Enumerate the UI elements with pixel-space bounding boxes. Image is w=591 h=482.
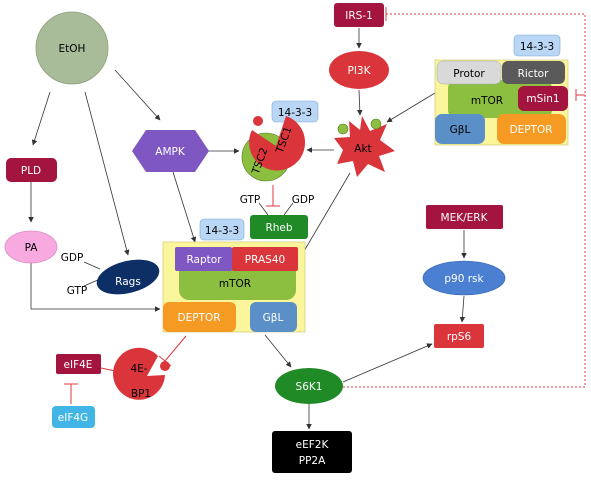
eif4g-node: eIF4G xyxy=(52,406,95,428)
mtorc1-14-3-3-badge xyxy=(199,218,245,241)
edge-mtorc1-s6k1 xyxy=(264,334,292,368)
akt-node: Akt xyxy=(334,116,395,177)
mtorc1-pras40-label: PRAS40 xyxy=(245,254,285,266)
pa-label: PA xyxy=(25,242,39,254)
mtorc1-gbl xyxy=(250,302,297,332)
mekerk-label: MEK/ERK xyxy=(441,212,489,224)
mtorc2-gbl xyxy=(435,114,485,144)
irs1-node: IRS-1 xyxy=(334,3,384,27)
inhibit-mtorc1-4ebp1 xyxy=(164,335,187,362)
mtorc2-rictor xyxy=(502,61,565,84)
ampk-node: AMPK xyxy=(132,130,209,172)
p90rsk-label: p90 rsk xyxy=(444,273,484,285)
rags-gtp-label: GTP xyxy=(67,285,88,297)
mtorc1-raptor xyxy=(175,247,232,271)
fourebp1-label-line2: BP1 xyxy=(131,388,151,400)
feedback-s6k1-irs1 xyxy=(343,13,586,388)
rheb-node: GTP GDP Rheb xyxy=(240,194,315,239)
mekerk-node: MEK/ERK xyxy=(426,205,503,229)
tsc-14-3-3-label: 14-3-3 xyxy=(278,107,312,119)
eef2k-label: eEF2K xyxy=(296,439,330,451)
mtorc1-mtor-label: mTOR xyxy=(219,278,251,290)
p90rsk-node: p90 rsk xyxy=(422,260,506,296)
rags-gdp-label: GDP xyxy=(61,252,84,264)
tsc1-shape xyxy=(249,116,306,171)
rags-node: Rags GDP GTP xyxy=(61,252,160,297)
eif4g-label: eIF4G xyxy=(58,412,88,424)
mtorc1-14-3-3-label: 14-3-3 xyxy=(205,225,239,237)
mtorc2-protor xyxy=(436,60,502,85)
ampk-label: AMPK xyxy=(155,146,186,158)
edge-etoh-pld xyxy=(31,91,51,146)
mtorc2-mtor-label: mTOR xyxy=(471,95,503,107)
etoh-label: EtOH xyxy=(59,43,86,55)
rags-label: Rags xyxy=(115,276,141,288)
pi3k-label: PI3K xyxy=(348,65,372,77)
mtorc2-rictor-label: Rictor xyxy=(518,68,550,80)
eef2k-pp2a-node: eEF2K PP2A xyxy=(272,431,352,473)
mtorc1-raptor-label: Raptor xyxy=(186,254,222,266)
edge-mtorc2-akt xyxy=(386,92,436,123)
s6k1-label: S6K1 xyxy=(296,381,323,393)
mtorc1-deptor xyxy=(163,302,236,332)
pi3k-node: PI3K xyxy=(329,51,389,89)
edge-p90rsk-rps6 xyxy=(459,295,466,323)
rheb-label: Rheb xyxy=(265,222,292,234)
rheb-gtp-label: GTP xyxy=(240,194,261,206)
edge-akt-pras40 xyxy=(299,172,351,259)
mtorc1-gbl-label: GβL xyxy=(263,312,284,324)
mtorc2-gbl-label: GβL xyxy=(450,124,471,136)
fourebp1-label-line1: 4E- xyxy=(130,363,147,375)
tsc-complex: 14-3-3 TSC2 TSC1 xyxy=(241,100,319,182)
mtorc2-14-3-3-label: 14-3-3 xyxy=(520,41,554,53)
pld-node: PLD xyxy=(6,158,57,182)
rps6-label: rpS6 xyxy=(447,331,472,343)
mtorc2-msin1 xyxy=(518,86,568,111)
edge-pa-mtorc1 xyxy=(30,262,161,312)
rheb-gdp-label: GDP xyxy=(292,194,315,206)
mtorc1-pras40 xyxy=(232,247,298,271)
edge-s6k1-rps6 xyxy=(342,343,433,383)
pp2a-label: PP2A xyxy=(299,455,326,467)
fourebp1-node: 4E- BP1 xyxy=(113,347,170,400)
edge-etoh-ampk xyxy=(114,69,161,121)
mtorc2-complex: 14-3-3 mTOR Protor Rictor mSin1 GβL DEPT… xyxy=(434,34,569,146)
pld-label: PLD xyxy=(21,165,41,177)
pa-node: PA xyxy=(4,230,58,264)
akt-label: Akt xyxy=(354,143,371,155)
etoh-node: EtOH xyxy=(35,11,109,85)
s6k1-node: S6K1 xyxy=(275,368,343,404)
rps6-node: rpS6 xyxy=(434,324,484,348)
edge-ampk-mtorc1 xyxy=(172,171,197,243)
mtorc2-deptor-label: DEPTOR xyxy=(509,124,552,136)
edge-pi3k-akt xyxy=(357,89,363,116)
eif4e-label: eIF4E xyxy=(64,359,93,371)
mtorc1-complex: 14-3-3 mTOR Raptor PRAS40 DEPTOR GβL xyxy=(162,218,306,333)
mtorc2-deptor xyxy=(497,114,566,144)
mtorc2-msin1-label: mSin1 xyxy=(526,93,559,105)
mtorc2-14-3-3-badge xyxy=(513,34,561,57)
eif4e-node: eIF4E xyxy=(56,354,101,374)
mtorc2-protor-label: Protor xyxy=(453,68,485,80)
mtorc1-deptor-label: DEPTOR xyxy=(177,312,220,324)
irs1-label: IRS-1 xyxy=(345,10,373,22)
edge-etoh-rags xyxy=(84,91,130,256)
